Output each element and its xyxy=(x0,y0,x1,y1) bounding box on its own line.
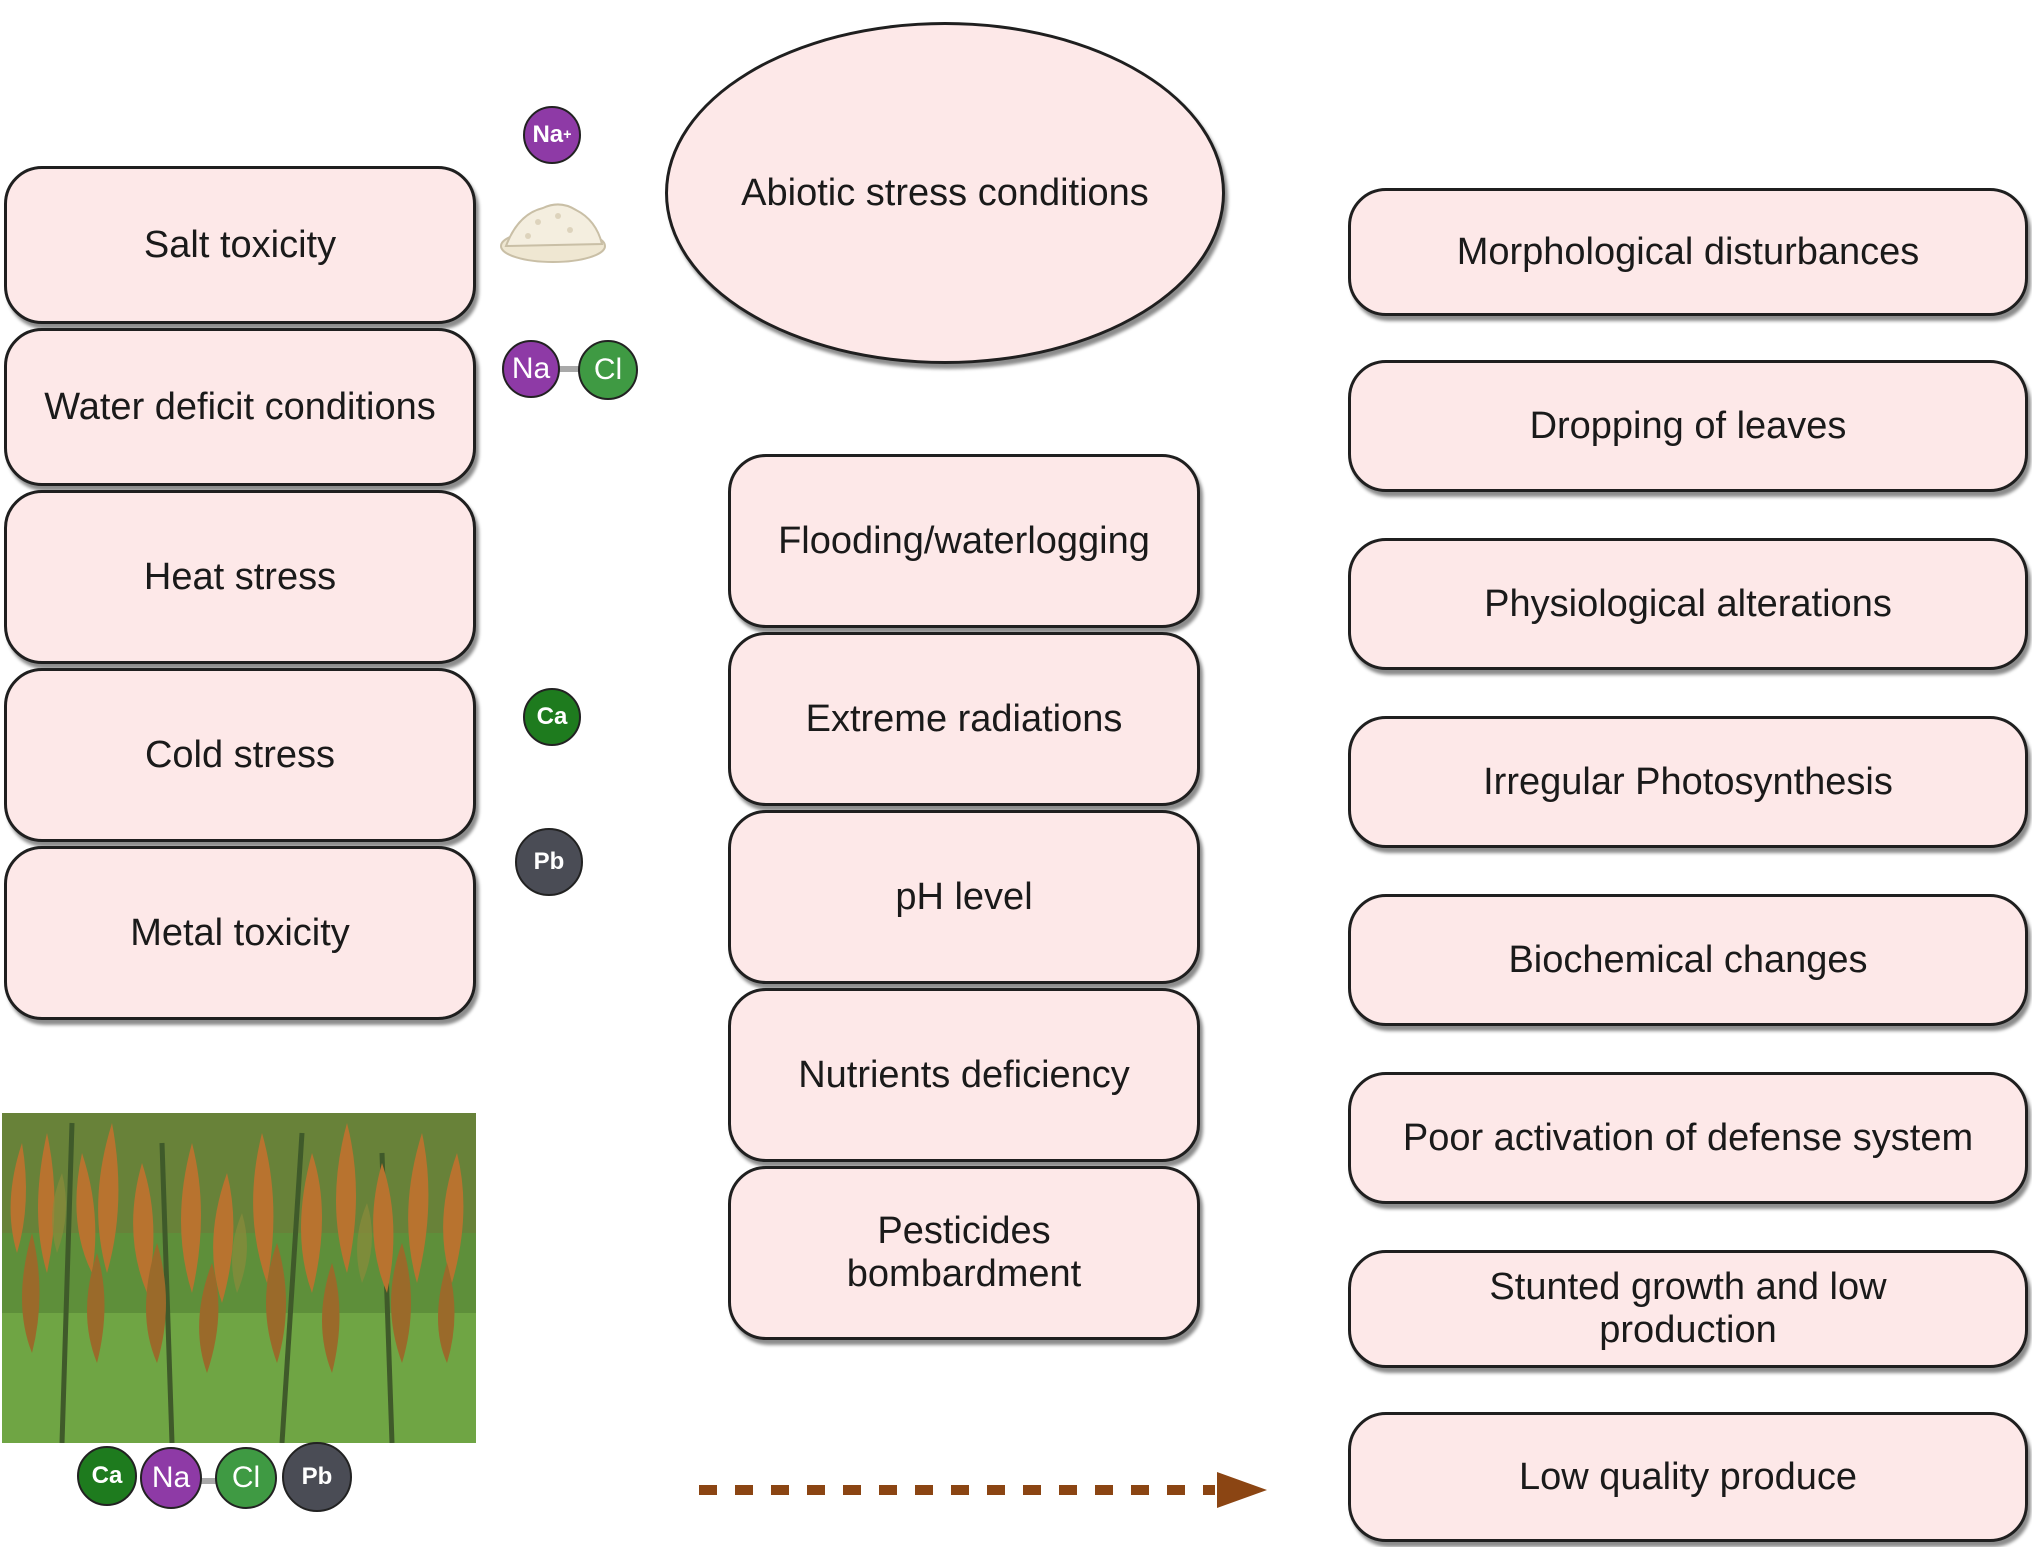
stress-flooding: Flooding/waterlogging xyxy=(728,454,1200,628)
dashed-arrow-icon xyxy=(699,1472,1267,1508)
nacl-bond xyxy=(555,366,595,372)
abiotic-stress-label: Abiotic stress conditions xyxy=(741,171,1149,214)
lead-ion-icon: Pb xyxy=(515,828,583,896)
effect-label: Biochemical changes xyxy=(1508,938,1868,981)
effect-morphological: Morphological disturbances xyxy=(1348,188,2028,316)
effect-low-quality: Low quality produce xyxy=(1348,1412,2028,1542)
stress-label: Nutrients deficiency xyxy=(798,1053,1130,1096)
stress-heat: Heat stress xyxy=(4,490,476,664)
sodium-ion-icon: Na xyxy=(502,340,560,398)
effect-photosynthesis: Irregular Photosynthesis xyxy=(1348,716,2028,848)
effect-leaf-drop: Dropping of leaves xyxy=(1348,360,2028,492)
stress-metal-toxicity: Metal toxicity xyxy=(4,846,476,1020)
stress-label: pH level xyxy=(895,875,1033,918)
stress-pesticides: Pesticides bombardment xyxy=(728,1166,1200,1340)
effect-label: Morphological disturbances xyxy=(1456,230,1920,273)
stress-label: Pesticides bombardment xyxy=(846,1210,1082,1295)
stress-label: Metal toxicity xyxy=(130,911,350,954)
stress-nutrients: Nutrients deficiency xyxy=(728,988,1200,1162)
effect-stunted-growth: Stunted growth and low production xyxy=(1348,1250,2028,1368)
lead-ion-icon: Pb xyxy=(282,1442,352,1512)
effect-label: Stunted growth and low production xyxy=(1489,1266,1887,1351)
stress-label: Extreme radiations xyxy=(805,697,1123,740)
effect-label: Dropping of leaves xyxy=(1529,404,1847,447)
stress-salt-toxicity: Salt toxicity xyxy=(4,166,476,324)
wilted-plant-illustration xyxy=(2,1113,476,1443)
stress-radiation: Extreme radiations xyxy=(728,632,1200,806)
stress-label: Salt toxicity xyxy=(143,223,337,266)
effect-physiological: Physiological alterations xyxy=(1348,538,2028,670)
stress-ph-level: pH level xyxy=(728,810,1200,984)
chloride-ion-icon: Cl xyxy=(578,340,638,400)
wilted-plant-photo xyxy=(2,1113,476,1443)
effect-label: Irregular Photosynthesis xyxy=(1483,760,1893,803)
sodium-ion-icon: Na+ xyxy=(523,106,581,164)
stress-label: Water deficit conditions xyxy=(44,385,436,428)
effect-label: Physiological alterations xyxy=(1484,582,1892,625)
calcium-ion-icon: Ca xyxy=(523,688,581,746)
stress-cold: Cold stress xyxy=(4,668,476,842)
effect-label: Low quality produce xyxy=(1519,1455,1857,1498)
calcium-ion-icon: Ca xyxy=(77,1446,137,1506)
effect-defense: Poor activation of defense system xyxy=(1348,1072,2028,1204)
stress-label: Flooding/waterlogging xyxy=(778,519,1150,562)
chloride-ion-icon: Cl xyxy=(215,1447,277,1509)
effect-label: Poor activation of defense system xyxy=(1402,1116,1974,1159)
stress-label: Heat stress xyxy=(143,555,337,598)
effect-biochemical: Biochemical changes xyxy=(1348,894,2028,1026)
abiotic-stress-node: Abiotic stress conditions xyxy=(665,22,1225,364)
sodium-ion-icon: Na xyxy=(140,1447,202,1509)
stress-water-deficit: Water deficit conditions xyxy=(4,328,476,486)
salt-pile-icon xyxy=(500,203,606,263)
stress-label: Cold stress xyxy=(144,733,336,776)
